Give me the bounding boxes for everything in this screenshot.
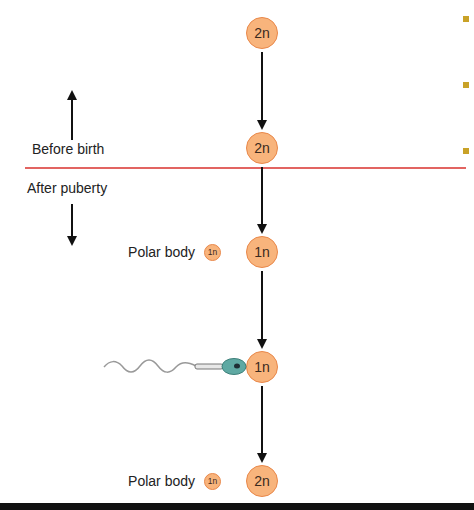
cell-circle: 2n: [246, 465, 278, 497]
flow-arrow: [261, 52, 263, 128]
flow-arrow: [261, 271, 263, 347]
sperm-midpiece: [195, 364, 223, 369]
cell-circle: 2n: [246, 132, 278, 164]
ploidy-text: 1n: [254, 359, 270, 375]
flow-arrow: [261, 167, 263, 232]
ploidy-text: 2n: [254, 140, 270, 156]
period-label: Before birth: [32, 141, 104, 157]
up-arrow-head: [67, 90, 77, 100]
cell-circle: 1n: [246, 236, 278, 268]
ploidy-text: 1n: [254, 244, 270, 260]
bullet-mark: [463, 16, 469, 22]
cell-circle: 1n: [246, 351, 278, 383]
ploidy-text: 2n: [254, 25, 270, 41]
bullet-mark: [463, 148, 469, 154]
ploidy-text: 1n: [204, 473, 221, 490]
divider-line: [25, 167, 466, 169]
period-label: After puberty: [27, 180, 107, 196]
sperm-tail: [104, 360, 196, 372]
ploidy-text: 2n: [254, 473, 270, 489]
polar-body-label: Polar body: [128, 473, 195, 489]
polar-body-node: Polar body 1n: [100, 472, 221, 490]
down-arrow: [71, 204, 73, 238]
bullet-mark: [463, 82, 469, 88]
ploidy-text: 1n: [204, 244, 221, 261]
polar-body-label: Polar body: [128, 244, 195, 260]
flow-arrow: [261, 386, 263, 461]
down-arrow-head: [67, 236, 77, 246]
cell-circle: 2n: [246, 17, 278, 49]
sperm-nucleus: [234, 364, 240, 369]
bottom-bar: [0, 503, 474, 510]
polar-body-node: Polar body 1n: [100, 243, 221, 261]
sperm-head: [222, 359, 246, 375]
up-arrow: [71, 98, 73, 140]
